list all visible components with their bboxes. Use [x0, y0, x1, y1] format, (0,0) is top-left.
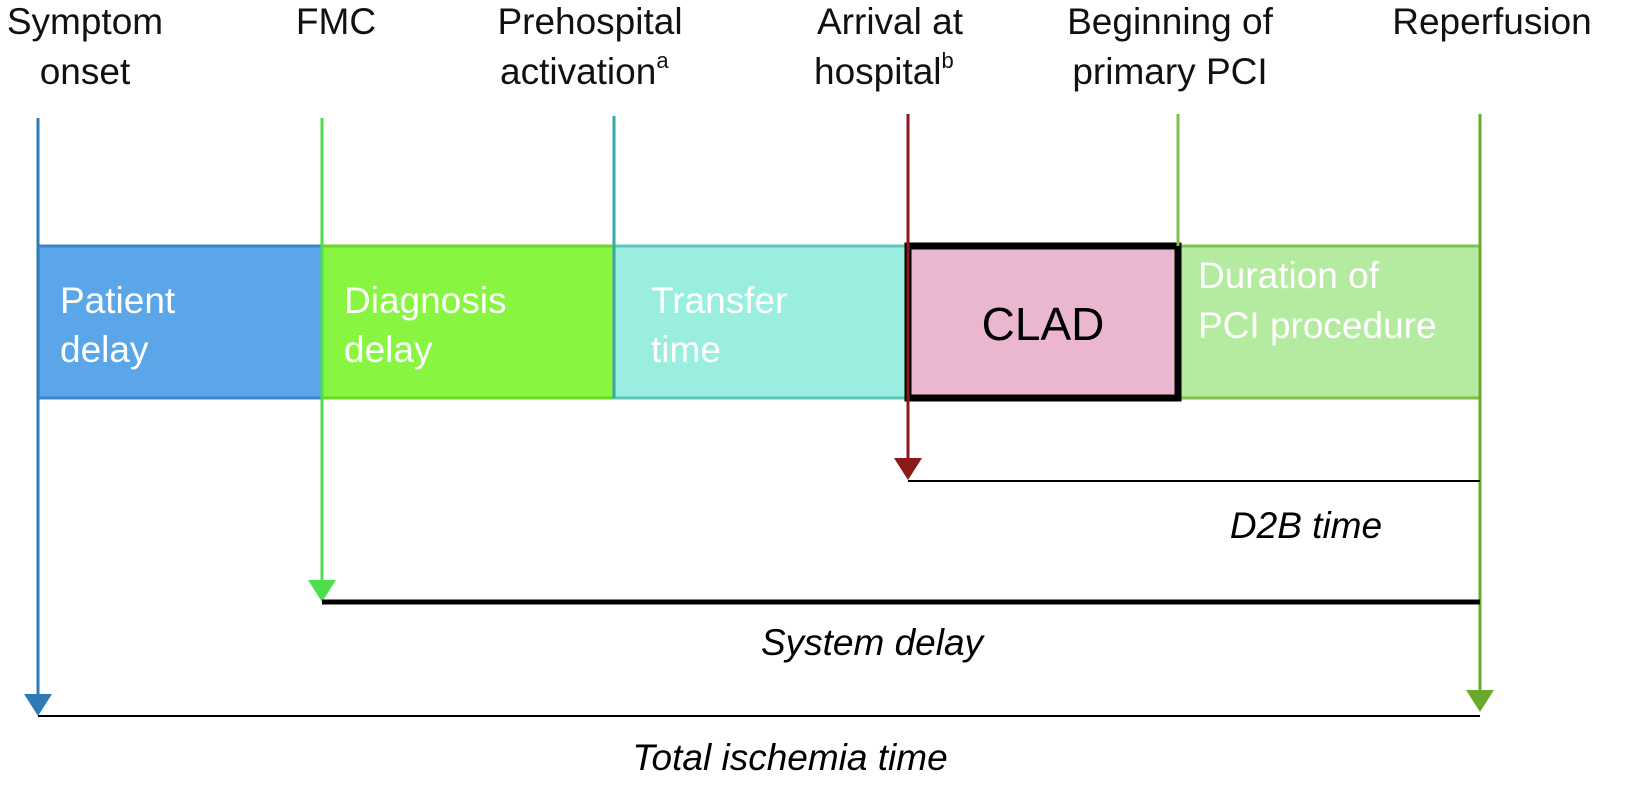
segment-patient-delay: Patient delay: [36, 244, 324, 400]
segment-diagnosis-delay-line1: Diagnosis: [344, 280, 506, 321]
segment-transfer-time: Transfer time: [612, 244, 910, 400]
interval-d2b-time: D2B time: [908, 480, 1480, 546]
milestone-label-reperfusion: Reperfusion: [1392, 1, 1592, 42]
reperfusion-line1: Reperfusion: [1392, 1, 1592, 42]
interval-system-delay: System delay: [322, 599, 1480, 663]
arrival-at-hospital-line2: hospitalb: [814, 48, 954, 92]
segment-diagnosis-delay: Diagnosis delay: [320, 244, 616, 400]
segment-patient-delay-line2: delay: [60, 329, 149, 370]
interval-d2b-time-label: D2B time: [1230, 505, 1382, 546]
beginning-of-primary-pci-line2: primary PCI: [1072, 51, 1267, 92]
milestone-line-arrival-at-hospital: [894, 114, 922, 480]
segment-transfer-time-line1: Transfer: [651, 280, 787, 321]
segment-patient-delay-line1: Patient: [60, 280, 176, 321]
milestone-line-fmc: [308, 118, 336, 602]
segment-diagnosis-delay-line2: delay: [344, 329, 433, 370]
interval-total-ischemia-time-label: Total ischemia time: [632, 737, 947, 778]
segment-clad: CLAD: [904, 242, 1182, 402]
fmc-line1: FMC: [296, 1, 376, 42]
interval-total-ischemia-time: Total ischemia time: [38, 715, 1480, 778]
milestone-label-beginning-of-primary-pci: Beginning of primary PCI: [1067, 1, 1273, 92]
arrival-at-hospital-sup: b: [942, 48, 954, 73]
milestone-label-arrival-at-hospital: Arrival at hospitalb: [814, 1, 964, 92]
segment-transfer-time-line2: time: [651, 329, 721, 370]
prehospital-activation-sup: a: [656, 48, 669, 73]
beginning-of-primary-pci-line1: Beginning of: [1067, 1, 1273, 42]
milestone-label-symptom-onset: Symptom onset: [7, 1, 163, 92]
segment-duration-of-pci-line2: PCI procedure: [1198, 305, 1437, 346]
milestone-line-reperfusion: [1466, 114, 1494, 712]
symptom-onset-line2: onset: [40, 51, 131, 92]
interval-system-delay-label: System delay: [761, 622, 986, 663]
prehospital-activation-line2: activationa: [500, 48, 669, 92]
prehospital-activation-line1: Prehospital: [497, 1, 682, 42]
milestone-line-symptom-onset: [24, 118, 52, 716]
milestone-label-fmc: FMC: [296, 1, 376, 42]
symptom-onset-line1: Symptom: [7, 1, 163, 42]
segment-duration-of-pci: Duration of PCI procedure: [1176, 244, 1482, 400]
milestone-label-prehospital-activation: Prehospital activationa: [497, 1, 682, 92]
segment-clad-label: CLAD: [982, 298, 1105, 350]
segment-duration-of-pci-line1: Duration of: [1198, 255, 1380, 296]
arrival-at-hospital-line1: Arrival at: [817, 1, 964, 42]
